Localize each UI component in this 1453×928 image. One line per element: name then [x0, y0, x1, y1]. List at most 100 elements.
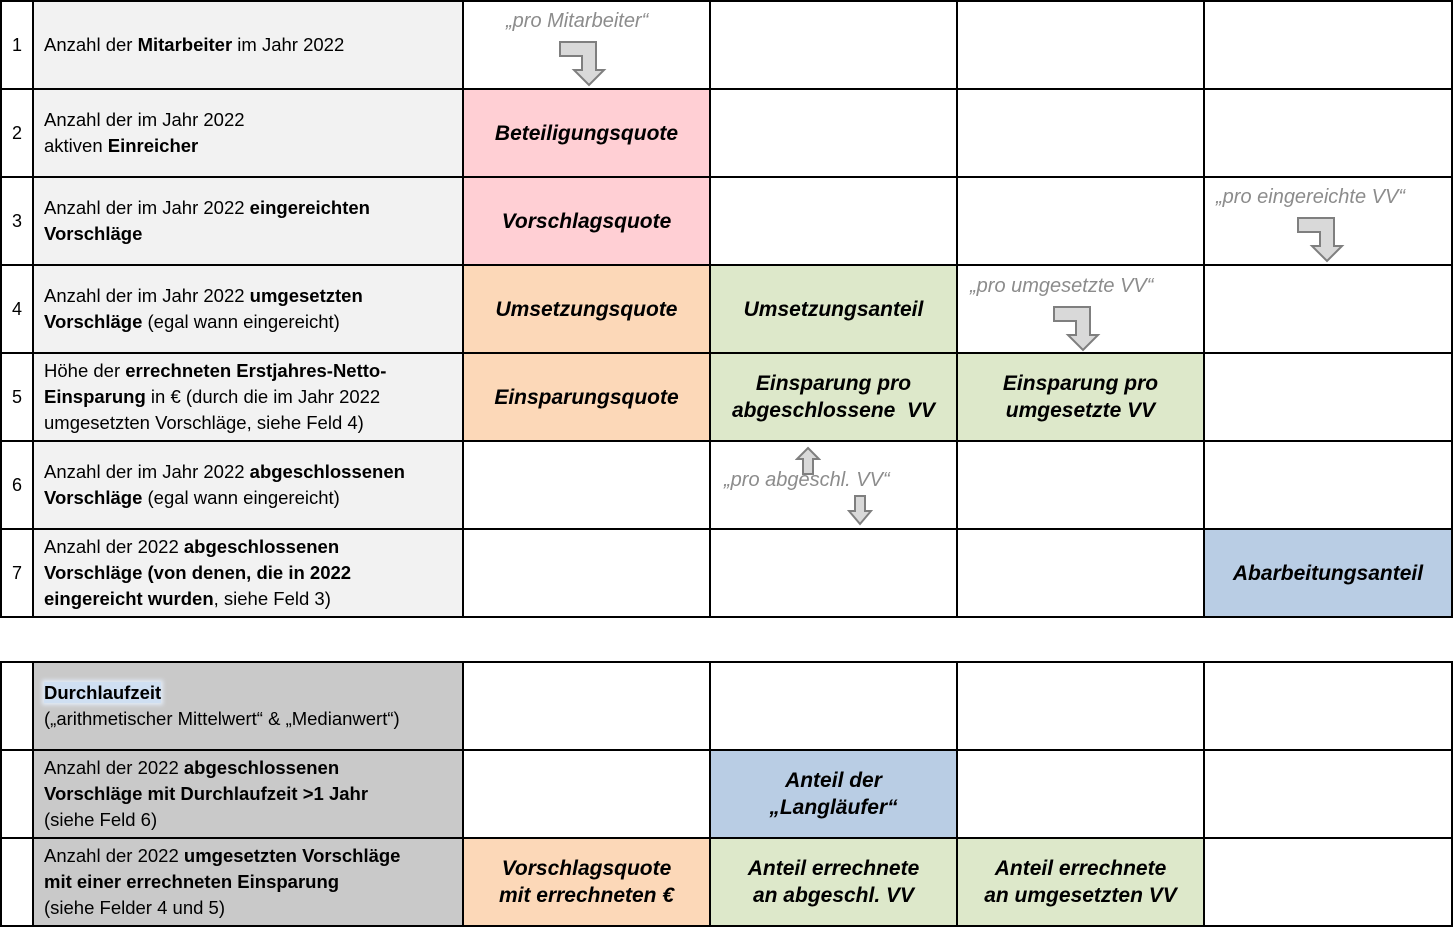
- note-pro-abgeschl: „pro abgeschl. VV“: [724, 469, 890, 491]
- kpi-anteil-errechnete-abgeschl: Anteil errechnete an abgeschl. VV: [709, 837, 958, 927]
- cell-empty: [0, 837, 34, 927]
- cell-empty: [1203, 0, 1453, 90]
- kpi-vorschlagsquote-euro: Vorschlagsquote mit errechneten €: [462, 837, 711, 927]
- cell-empty: [462, 440, 711, 530]
- cell-empty: [1203, 749, 1453, 839]
- text: in € (durch die im Jahr 2022: [145, 386, 381, 407]
- cell-empty: [462, 528, 711, 618]
- row-description: Anzahl der im Jahr 2022 aktiven Einreiche…: [32, 88, 464, 178]
- cell-empty: [1203, 837, 1453, 927]
- bold-text: Einreicher: [107, 135, 199, 156]
- cell-empty: [1203, 440, 1453, 530]
- text: (siehe Felder 4 und 5): [44, 897, 225, 918]
- cell-empty: „pro eingereichte VV“: [1203, 176, 1453, 266]
- kpi-matrix-table: 1 Anzahl der Mitarbeiter im Jahr 2022 „p…: [0, 0, 1453, 618]
- bold-text: Mitarbeiter: [137, 34, 233, 55]
- cell-empty: [462, 749, 711, 839]
- bold-text: abgeschlossenen: [183, 757, 340, 778]
- cell-empty: [709, 176, 958, 266]
- arrow-down-right-icon: [1053, 306, 1101, 352]
- kpi-line: Anteil errechnete: [747, 857, 920, 880]
- cell-empty: [1203, 352, 1453, 442]
- text: Anzahl der: [44, 34, 138, 55]
- text: Höhe der: [44, 360, 126, 381]
- text: Anzahl der im Jahr 2022: [44, 197, 250, 218]
- bold-text: umgesetzten Vorschläge: [183, 845, 401, 866]
- kpi-anteil-langlaeufer: Anteil der „Langläufer“: [709, 749, 958, 839]
- arrow-down-icon: [847, 495, 873, 526]
- cell-empty: [462, 661, 711, 751]
- kpi-line: Einsparung pro: [755, 372, 912, 395]
- kpi-line: mit errechneten €: [498, 884, 675, 907]
- row-number: 7: [0, 528, 34, 618]
- cell-empty: „pro umgesetzte VV“: [956, 264, 1205, 354]
- cell-empty: [1203, 264, 1453, 354]
- text: , siehe Feld 3): [213, 588, 331, 609]
- kpi-anteil-errechnete-umgesetzt: Anteil errechnete an umgesetzten VV: [956, 837, 1205, 927]
- bold-text: abgeschlossenen: [249, 461, 405, 482]
- note-pro-umgesetzte: „pro umgesetzte VV“: [970, 275, 1154, 297]
- row-number: 1: [0, 0, 34, 90]
- text: aktiven: [44, 135, 108, 156]
- bold-text: Vorschläge: [44, 223, 143, 244]
- cell-empty: [709, 88, 958, 178]
- kpi-line: an abgeschl. VV: [752, 884, 915, 907]
- kpi-vorschlagsquote: Vorschlagsquote: [462, 176, 711, 266]
- row-number: 4: [0, 264, 34, 354]
- kpi-line: abgeschlossene VV: [731, 399, 936, 422]
- row-number: 3: [0, 176, 34, 266]
- table-row: 5 Höhe der errechneten Erstjahres-Netto-…: [0, 352, 1453, 442]
- cell-empty: [956, 661, 1205, 751]
- bold-text: Einsparung: [44, 386, 146, 407]
- bold-text: Vorschläge mit Durchlaufzeit >1 Jahr: [44, 783, 369, 804]
- bold-text: eingereichten: [249, 197, 370, 218]
- cell-empty: „pro Mitarbeiter“: [462, 0, 711, 90]
- note-pro-eingereichte: „pro eingereichte VV“: [1216, 186, 1405, 208]
- row-number: 5: [0, 352, 34, 442]
- kpi-line: Einsparung pro: [1002, 372, 1159, 395]
- row-number: 2: [0, 88, 34, 178]
- cell-empty: [956, 440, 1205, 530]
- table-row: 2 Anzahl der im Jahr 2022 aktiven Einreic…: [0, 88, 1453, 178]
- bold-text: eingereicht wurden: [44, 588, 214, 609]
- arrow-down-right-icon: [559, 41, 607, 87]
- kpi-line: Anteil errechnete: [994, 857, 1167, 880]
- cell-empty: [709, 0, 958, 90]
- bold-text: Durchlaufzeit: [44, 682, 162, 703]
- text: Anzahl der im Jahr 2022: [44, 109, 245, 130]
- cell-empty: [1203, 661, 1453, 751]
- row-description: Höhe der errechneten Erstjahres-Netto- Ei…: [32, 352, 464, 442]
- kpi-durchlaufzeit-table: Durchlaufzeit („arithmetischer Mittelwert…: [0, 661, 1453, 927]
- kpi-umsetzungsquote: Umsetzungsquote: [462, 264, 711, 354]
- note-pro-mitarbeiter: „pro Mitarbeiter“: [506, 10, 649, 32]
- cell-empty: [0, 661, 34, 751]
- kpi-line: Anteil der: [785, 769, 882, 792]
- cell-empty: [956, 749, 1205, 839]
- bold-text: abgeschlossenen: [183, 536, 340, 557]
- kpi-line: umgesetzte VV: [1005, 399, 1156, 422]
- bold-text: mit einer errechneten Einsparung: [44, 871, 340, 892]
- kpi-line: Vorschlagsquote: [501, 857, 672, 880]
- row-description: Durchlaufzeit („arithmetischer Mittelwert…: [32, 661, 464, 751]
- table-row: 6 Anzahl der im Jahr 2022 abgeschlossene…: [0, 440, 1453, 530]
- kpi-einsparung-pro-umgesetzte: Einsparung pro umgesetzte VV: [956, 352, 1205, 442]
- bold-text: Vorschläge (von denen, die in 2022: [44, 562, 352, 583]
- kpi-einsparungsquote: Einsparungsquote: [462, 352, 711, 442]
- bold-text: errechneten Erstjahres-Netto-: [125, 360, 387, 381]
- text: (siehe Feld 6): [44, 809, 158, 830]
- cell-empty: [0, 749, 34, 839]
- text: Anzahl der im Jahr 2022: [44, 461, 250, 482]
- text: („arithmetischer Mittelwert“ & „Medianwe…: [44, 708, 400, 729]
- arrow-down-right-icon: [1297, 217, 1345, 263]
- text: Anzahl der im Jahr 2022: [44, 285, 250, 306]
- cell-empty: [709, 661, 958, 751]
